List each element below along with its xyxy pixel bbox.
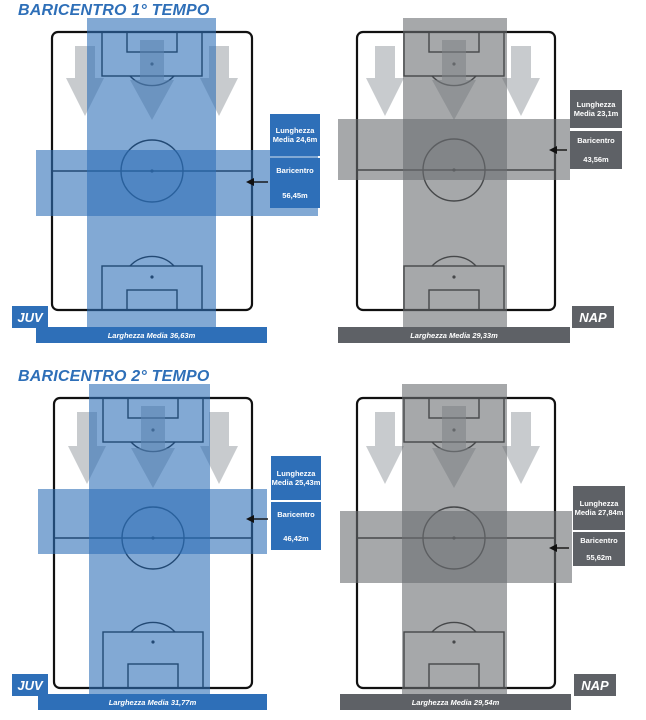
lunghezza-label: Lunghezza Media 24,6m — [272, 126, 318, 144]
lunghezza-label: Lunghezza Media 27,84m — [574, 499, 624, 517]
juv-first-half-panel: Lunghezza Media 24,6m Baricentro 56,45m … — [0, 0, 323, 345]
baricentro-value: 56,45m — [282, 191, 308, 200]
nap-first-half-panel: Lunghezza Media 23,1m Baricentro 43,56m … — [323, 0, 646, 345]
baricentro-label: Baricentro — [580, 536, 618, 545]
baricentro-value: 55,62m — [586, 553, 612, 562]
nap-first-half-larghezza-bar: Larghezza Media 29,33m — [338, 327, 570, 343]
nap-second-half-panel: Lunghezza Media 27,84m Baricentro 55,62m… — [323, 366, 646, 711]
nap-team-badge: NAP — [572, 306, 614, 328]
nap-second-half-baricentro-box: Baricentro 55,62m — [573, 532, 625, 566]
baricentro-label: Baricentro — [577, 136, 615, 145]
juv-second-half-pitch — [38, 384, 268, 702]
baricentro-value: 43,56m — [583, 155, 609, 164]
lunghezza-label: Lunghezza Media 25,43m — [271, 469, 321, 487]
juv-first-half-larghezza-bar: Larghezza Media 36,63m — [36, 327, 267, 343]
juv-first-half-lunghezza-box: Lunghezza Media 24,6m — [270, 114, 320, 156]
baricentro-label: Baricentro — [276, 166, 314, 175]
baricentro-value: 46,42m — [283, 533, 309, 543]
lunghezza-label: Lunghezza Media 23,1m — [573, 100, 619, 118]
nap-first-half-lunghezza-box: Lunghezza Media 23,1m — [570, 90, 622, 128]
baricentro-label: Baricentro — [277, 509, 315, 519]
nap-second-half-lunghezza-box: Lunghezza Media 27,84m — [573, 486, 625, 530]
nap-first-half-pitch — [338, 18, 570, 330]
nap-team-badge: NAP — [574, 674, 616, 696]
nap-first-half-baricentro-box: Baricentro 43,56m — [570, 131, 622, 169]
juv-second-half-larghezza-bar: Larghezza Media 31,77m — [38, 694, 267, 710]
nap-second-half-pitch — [340, 384, 572, 702]
second-half-title: BARICENTRO 2° TEMPO — [18, 368, 210, 385]
juv-first-half-baricentro-box: Baricentro 56,45m — [270, 158, 320, 208]
first-half-title: BARICENTRO 1° TEMPO — [18, 2, 210, 19]
juv-team-badge: JUV — [12, 306, 48, 328]
juv-second-half-lunghezza-box: Lunghezza Media 25,43m — [271, 456, 321, 500]
juv-second-half-panel: Lunghezza Media 25,43m Baricentro 46,42m… — [0, 366, 323, 711]
juv-team-badge: JUV — [12, 674, 48, 696]
juv-second-half-baricentro-box: Baricentro 46,42m — [271, 502, 321, 550]
nap-second-half-larghezza-bar: Larghezza Media 29,54m — [340, 694, 571, 710]
